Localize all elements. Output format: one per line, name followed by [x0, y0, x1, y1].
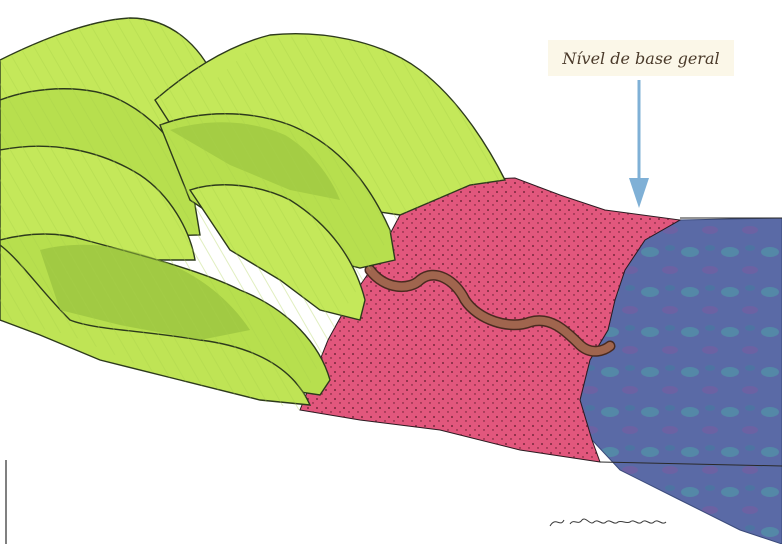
base-level-label-box: Nível de base geral	[548, 40, 734, 76]
signature-icon	[548, 512, 678, 532]
base-level-label: Nível de base geral	[562, 49, 719, 68]
